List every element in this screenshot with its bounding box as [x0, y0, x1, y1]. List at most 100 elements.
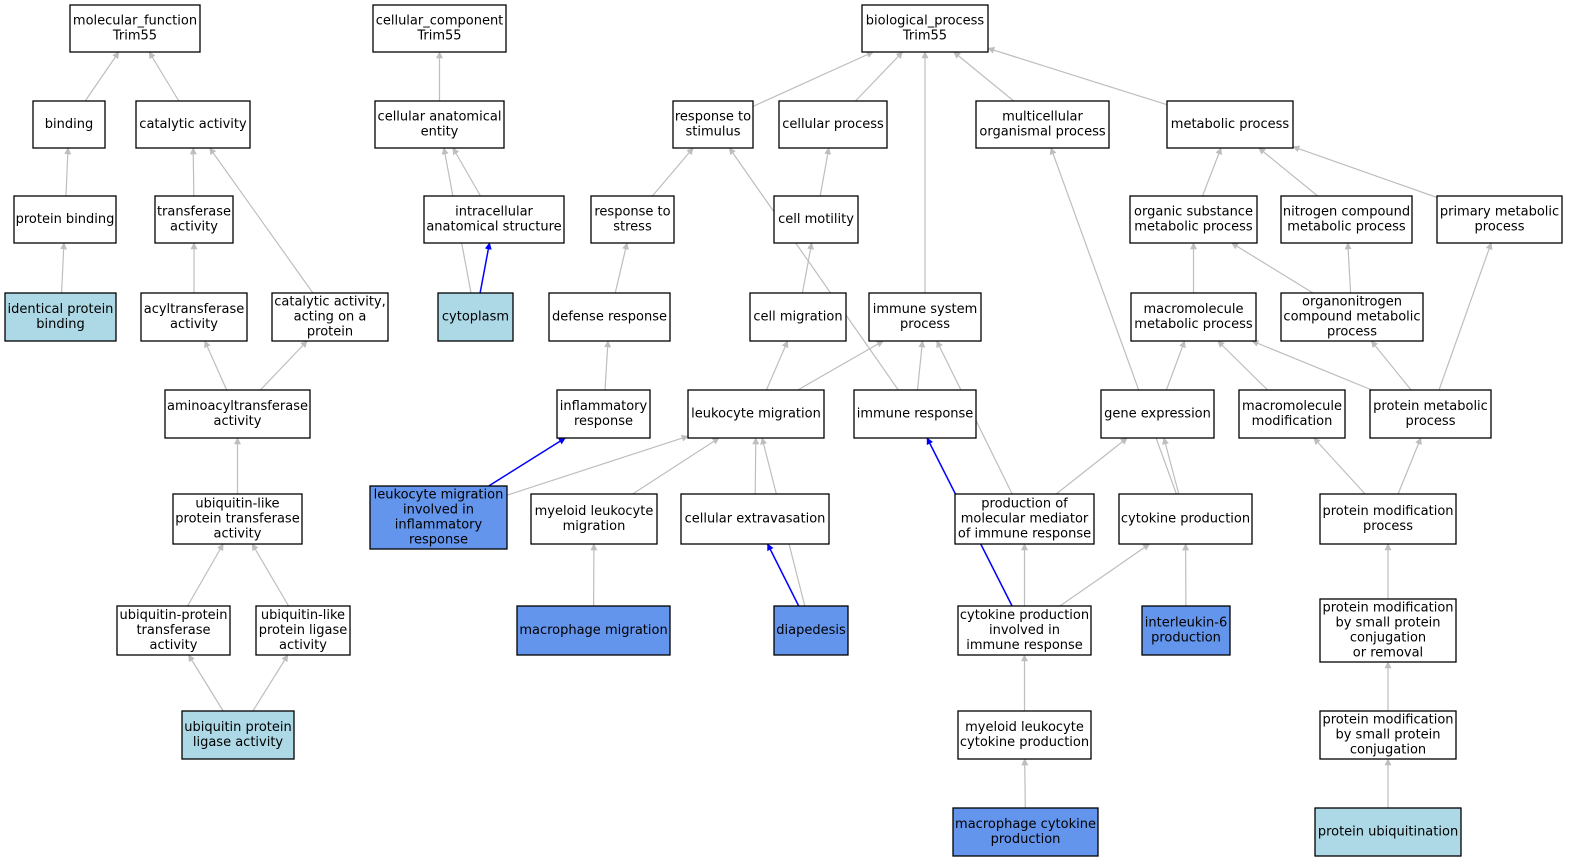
- go-term-box: [1436, 195, 1563, 244]
- go-term-label: response: [574, 414, 633, 429]
- go-term-node-leukmig[interactable]: leukocyte migration: [687, 389, 825, 439]
- edge-ias-to-cae: [452, 147, 482, 197]
- edge-rtstress-to-rts: [651, 147, 694, 197]
- go-term-label: process: [1363, 519, 1413, 534]
- go-term-label: activity: [170, 317, 218, 332]
- edge-primary-to-metab: [1292, 145, 1438, 199]
- go-term-box: [1319, 710, 1457, 760]
- go-term-label: production of: [981, 497, 1068, 512]
- go-term-label: activity: [214, 414, 262, 429]
- go-term-box: [1130, 292, 1257, 342]
- go-term-node-binding[interactable]: binding: [32, 100, 106, 149]
- go-term-label: activity: [279, 638, 327, 653]
- go-term-node-metab[interactable]: metabolic process: [1166, 100, 1294, 149]
- go-term-label: entity: [421, 125, 459, 140]
- go-term-box: [4, 292, 117, 342]
- edge-orgsub-to-metab: [1201, 147, 1223, 197]
- edge-leukmig-to-immsys: [797, 340, 884, 391]
- go-term-node-protubq[interactable]: protein ubiquitination: [1314, 807, 1462, 857]
- go-term-label: immune response: [966, 638, 1083, 653]
- go-term-label: binding: [36, 317, 84, 332]
- go-term-node-cellproc[interactable]: cellular process: [778, 100, 888, 149]
- go-term-box: [255, 605, 351, 656]
- go-term-node-migration[interactable]: cell migration: [749, 292, 847, 342]
- go-term-node-immresp[interactable]: immune response: [853, 389, 977, 439]
- go-term-node-cytoprod[interactable]: cytokine production: [1118, 493, 1253, 545]
- edge-motility-to-cellproc: [819, 147, 832, 197]
- go-term-node-diaped[interactable]: diapedesis: [773, 605, 849, 656]
- go-term-box: [1319, 598, 1457, 663]
- edge-extrav-to-leukmig: [752, 437, 760, 495]
- edge-ubqprotlig-to-ubqprottrans: [188, 654, 224, 712]
- go-term-node-motility[interactable]: cell motility: [773, 195, 859, 244]
- go-term-node-cat[interactable]: catalytic activity: [135, 100, 251, 149]
- go-term-box: [1369, 389, 1492, 439]
- go-term-node-protbind[interactable]: protein binding: [13, 195, 117, 244]
- go-term-label: organismal process: [979, 125, 1105, 140]
- go-term-label: organonitrogen: [1302, 295, 1402, 310]
- go-term-node-macmig[interactable]: macrophage migration: [516, 605, 671, 656]
- go-term-label: Trim55: [902, 29, 947, 44]
- go-term-box: [172, 493, 303, 545]
- edge-transf-to-cat: [189, 147, 197, 197]
- go-term-box: [957, 710, 1092, 760]
- go-term-label: ubiquitin-protein: [119, 608, 227, 623]
- go-term-label: activity: [214, 527, 262, 542]
- go-term-box: [140, 292, 248, 342]
- edge-leukmig-to-migration: [765, 340, 789, 391]
- go-term-box: [861, 4, 989, 53]
- edge-leukinfl-to-leukmig: [506, 434, 689, 496]
- edge-immresp-to-immsys: [916, 340, 926, 391]
- go-term-box: [687, 389, 825, 439]
- go-term-label: organic substance: [1134, 205, 1253, 220]
- go-term-label: protein ubiquitination: [1318, 825, 1458, 840]
- go-term-label: metabolic process: [1134, 317, 1253, 332]
- go-term-node-extrav[interactable]: cellular extravasation: [680, 493, 830, 545]
- edge-nitro-to-metab: [1258, 147, 1319, 197]
- go-term-box: [853, 389, 977, 439]
- go-term-label: protein modification: [1322, 504, 1453, 519]
- go-term-node-cyto[interactable]: cytoplasm: [437, 292, 514, 342]
- go-term-box: [773, 195, 859, 244]
- go-term-node-geneexp[interactable]: gene expression: [1100, 389, 1215, 439]
- go-term-label: macrophage migration: [519, 623, 667, 638]
- go-term-node-defense[interactable]: defense response: [548, 292, 671, 342]
